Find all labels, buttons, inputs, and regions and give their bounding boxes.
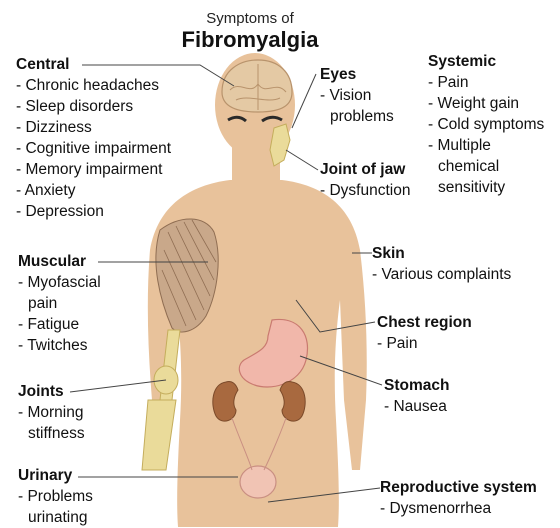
- central-item: - Memory impairment: [16, 159, 171, 180]
- reproductive-group: Reproductive system - Dysmenorrhea: [380, 477, 537, 519]
- reproductive-item: - Dysmenorrhea: [380, 498, 537, 519]
- eyes-item: problems: [320, 106, 394, 127]
- skin-group: Skin - Various complaints: [372, 243, 511, 285]
- joints-heading: Joints: [18, 381, 85, 402]
- urinary-item: urinating: [18, 507, 93, 528]
- systemic-group: Systemic - Pain - Weight gain - Cold sym…: [428, 51, 544, 198]
- urinary-item: - Problems: [18, 486, 93, 507]
- muscular-group: Muscular - Myofascial pain - Fatigue - T…: [18, 251, 101, 356]
- chest-item: - Pain: [377, 333, 472, 354]
- central-item: - Chronic headaches: [16, 75, 171, 96]
- central-item: - Anxiety: [16, 180, 171, 201]
- systemic-item: - Cold symptoms: [428, 114, 544, 135]
- muscular-heading: Muscular: [18, 251, 101, 272]
- muscular-item: - Fatigue: [18, 314, 101, 335]
- systemic-item: - Multiple: [428, 135, 544, 156]
- urinary-heading: Urinary: [18, 465, 93, 486]
- joints-item: - Morning: [18, 402, 85, 423]
- muscular-item: - Twitches: [18, 335, 101, 356]
- joints-item: stiffness: [18, 423, 85, 444]
- jaw-heading: Joint of jaw: [320, 159, 410, 180]
- jaw-item: - Dysfunction: [320, 180, 410, 201]
- muscular-item: pain: [18, 293, 101, 314]
- central-item: - Sleep disorders: [16, 96, 171, 117]
- systemic-item: - Weight gain: [428, 93, 544, 114]
- skin-heading: Skin: [372, 243, 511, 264]
- systemic-heading: Systemic: [428, 51, 544, 72]
- stomach-heading: Stomach: [384, 375, 449, 396]
- eyes-group: Eyes - Vision problems: [320, 64, 394, 127]
- central-item: - Dizziness: [16, 117, 171, 138]
- skin-item: - Various complaints: [372, 264, 511, 285]
- title-prefix: Symptoms of: [0, 10, 500, 27]
- stomach-group: Stomach - Nausea: [384, 375, 449, 417]
- jaw-group: Joint of jaw - Dysfunction: [320, 159, 410, 201]
- muscular-item: - Myofascial: [18, 272, 101, 293]
- central-heading: Central: [16, 54, 171, 75]
- chest-heading: Chest region: [377, 312, 472, 333]
- systemic-item: chemical: [428, 156, 544, 177]
- page-title: Fibromyalgia: [0, 27, 500, 53]
- central-item: - Cognitive impairment: [16, 138, 171, 159]
- systemic-item: sensitivity: [428, 177, 544, 198]
- eyes-item: - Vision: [320, 85, 394, 106]
- central-item: - Depression: [16, 201, 171, 222]
- systemic-item: - Pain: [428, 72, 544, 93]
- eyes-heading: Eyes: [320, 64, 394, 85]
- bladder-icon: [240, 466, 276, 498]
- reproductive-heading: Reproductive system: [380, 477, 537, 498]
- urinary-group: Urinary - Problems urinating: [18, 465, 93, 528]
- joints-group: Joints - Morning stiffness: [18, 381, 85, 444]
- central-group: Central - Chronic headaches - Sleep diso…: [16, 54, 171, 222]
- stomach-item: - Nausea: [384, 396, 449, 417]
- chest-group: Chest region - Pain: [377, 312, 472, 354]
